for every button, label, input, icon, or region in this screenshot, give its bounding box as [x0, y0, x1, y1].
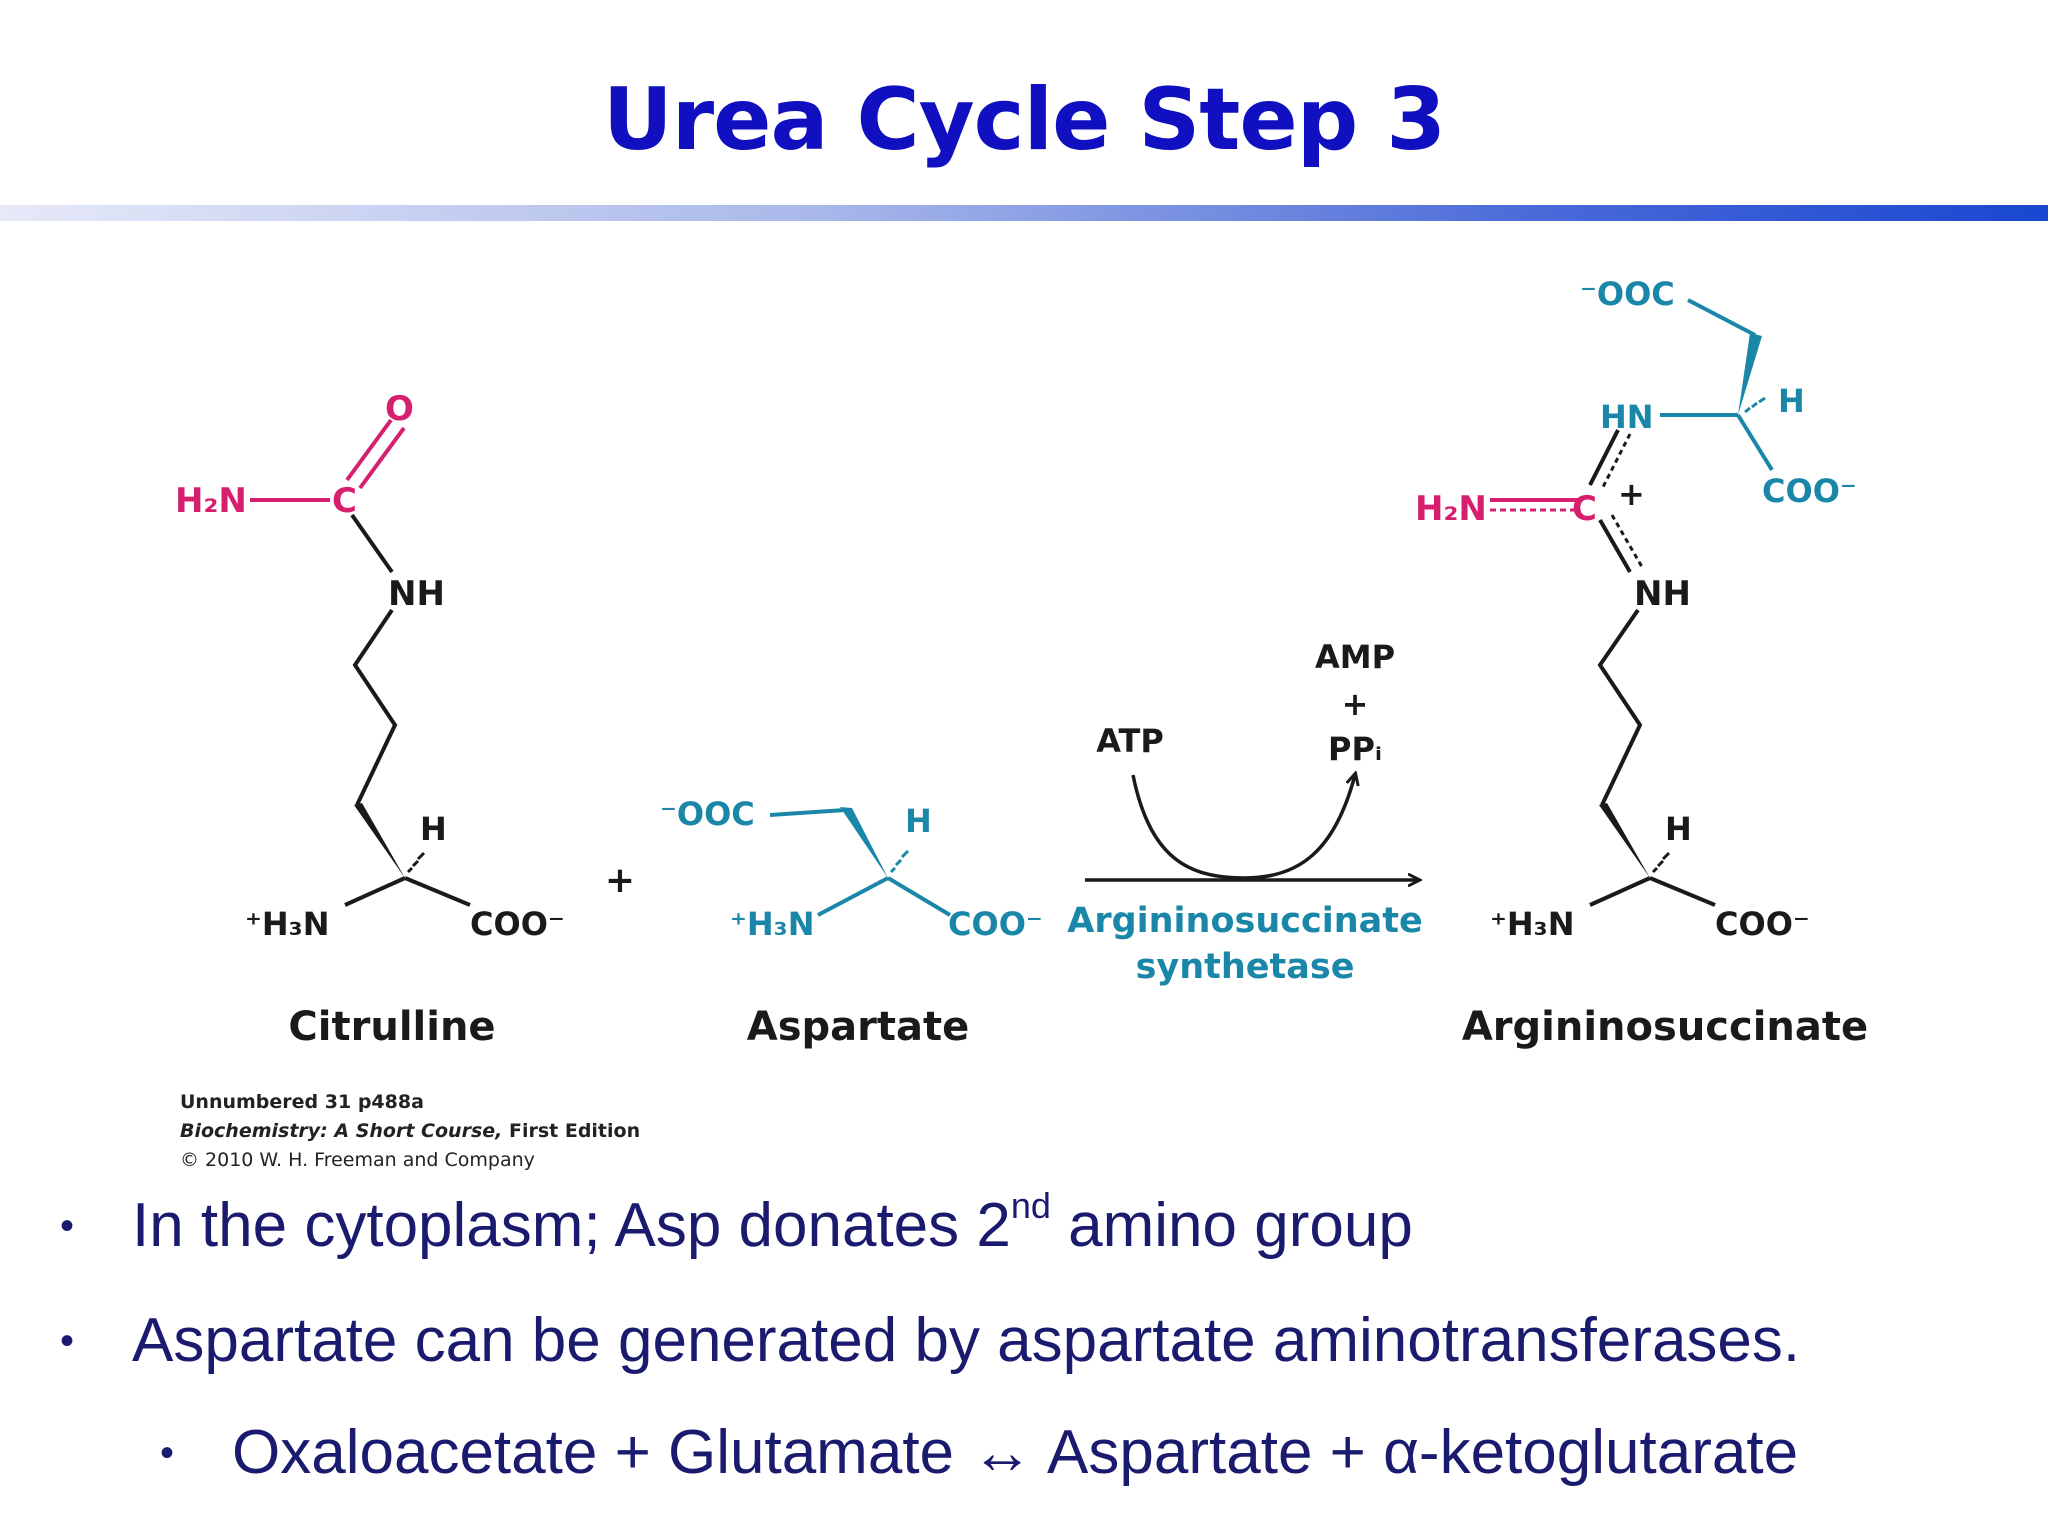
- product-nh-atom: NH: [1634, 574, 1691, 614]
- product-coo-atom: COO⁻: [1715, 905, 1810, 943]
- product-coo-top-atom: COO⁻: [1762, 472, 1857, 510]
- caption-line-3: © 2010 W. H. Freeman and Company: [180, 1149, 535, 1171]
- reaction-figure: O H₂N C NH H ⁺H₃N COO⁻ Citrulline + ⁻OOC: [0, 250, 2048, 1190]
- bullet-1-text-tail: amino group: [1050, 1191, 1413, 1260]
- bullet-text-2: Aspartate can be generated by aspartate …: [132, 1306, 1801, 1375]
- reaction-arrow: ATP AMP + PPᵢ Argininosuccinate syntheta…: [1067, 638, 1423, 987]
- citrulline-label: Citrulline: [288, 1004, 495, 1050]
- argininosuccinate-structure: ⁻OOC HN H COO⁻ H₂N C + NH H ⁺H₃N COO⁻ Ar…: [1415, 275, 1868, 1050]
- bullet-marker: •: [60, 1204, 75, 1248]
- atp-label: ATP: [1096, 722, 1164, 760]
- caption-line-1: Unnumbered 31 p488a: [180, 1091, 424, 1113]
- enzyme-name-line1: Argininosuccinate: [1067, 901, 1423, 941]
- figure-caption: Unnumbered 31 p488a Biochemistry: A Shor…: [180, 1088, 640, 1175]
- slide-title: Urea Cycle Step 3: [602, 70, 1446, 170]
- product-hn-atom: HN: [1600, 398, 1654, 436]
- aspartate-structure: ⁻OOC H ⁺H₃N COO⁻ Aspartate: [660, 795, 1043, 1050]
- citrulline-h2n-atom: H₂N: [175, 481, 247, 521]
- reactant-plus-sign: +: [605, 860, 635, 901]
- caption-book-title: Biochemistry: A Short Course,: [180, 1120, 503, 1142]
- product-h2n-atom: H₂N: [1415, 489, 1487, 529]
- argininosuccinate-label: Argininosuccinate: [1462, 1004, 1868, 1050]
- aspartate-ooc-atom: ⁻OOC: [660, 795, 755, 833]
- citrulline-structure: O H₂N C NH H ⁺H₃N COO⁻ Citrulline: [175, 389, 565, 1050]
- bullet-1-text-main: In the cytoplasm; Asp donates 2: [132, 1191, 1011, 1260]
- product-plus-charge: +: [1618, 475, 1645, 513]
- reaction-diagram: O H₂N C NH H ⁺H₃N COO⁻ Citrulline + ⁻OOC: [175, 275, 1868, 1050]
- aspartate-h-atom: H: [905, 802, 932, 840]
- citrulline-coo-atom: COO⁻: [470, 905, 565, 943]
- citrulline-nh-atom: NH: [388, 574, 445, 614]
- citrulline-h-atom: H: [420, 810, 447, 848]
- bullet-1-superscript: nd: [1010, 1185, 1051, 1226]
- product-c-atom: C: [1572, 489, 1597, 529]
- citrulline-c-atom: C: [332, 481, 357, 521]
- aspartate-h3n-atom: ⁺H₃N: [730, 905, 814, 943]
- arrow-plus-sign: +: [1342, 685, 1369, 723]
- bullet-text-3: Oxaloacetate + Glutamate ↔ Aspartate + α…: [232, 1418, 1799, 1487]
- enzyme-name-line2: synthetase: [1136, 947, 1355, 987]
- product-h-top-atom: H: [1778, 382, 1805, 420]
- citrulline-h3n-atom: ⁺H₃N: [245, 905, 329, 943]
- caption-line-2: Biochemistry: A Short Course, First Edit…: [180, 1117, 640, 1146]
- bullet-text-1: In the cytoplasm; Asp donates 2nd amino …: [132, 1188, 1413, 1261]
- product-ooc-atom: ⁻OOC: [1580, 275, 1675, 313]
- title-underline: [0, 205, 2048, 221]
- bullet-marker: •: [160, 1431, 175, 1475]
- ppi-label: PPᵢ: [1328, 730, 1382, 768]
- product-h-atom: H: [1665, 810, 1692, 848]
- product-h3n-atom: ⁺H₃N: [1490, 905, 1574, 943]
- bullet-marker: •: [60, 1319, 75, 1363]
- aspartate-label: Aspartate: [747, 1004, 969, 1050]
- aspartate-coo-atom: COO⁻: [948, 905, 1043, 943]
- caption-book-edition: First Edition: [502, 1120, 641, 1142]
- citrulline-o-atom: O: [385, 389, 414, 429]
- amp-label: AMP: [1315, 638, 1395, 676]
